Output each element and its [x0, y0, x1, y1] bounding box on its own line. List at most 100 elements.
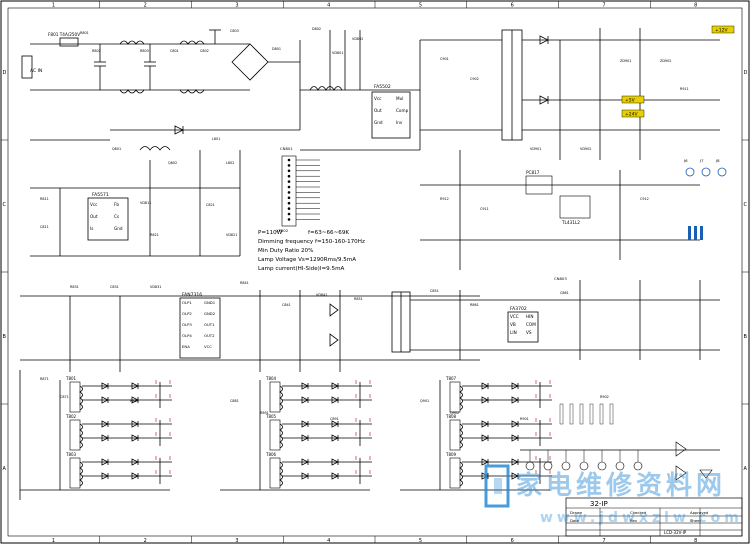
component-label: R841: [240, 281, 249, 285]
component-label: C801: [170, 49, 179, 53]
ic-pin-label: GND1: [204, 300, 216, 305]
terminal-circle: [597, 461, 607, 471]
col-marker-bottom: 4: [327, 538, 330, 544]
ic-pin-label: COM: [526, 322, 536, 327]
ac-input-section: [21, 29, 301, 130]
ic-pin-label: LIN: [510, 330, 517, 335]
component-label: R911: [680, 87, 689, 91]
transformer-label: T802: [65, 414, 77, 419]
ic-pin-label: OLP2: [182, 311, 192, 316]
component-label: C811: [40, 225, 49, 229]
row-marker-right: B: [744, 334, 748, 340]
component-label: Q902: [450, 411, 459, 415]
title-row-label: Checked: [630, 510, 647, 515]
note-current: Lamp current(HI-Side)I=9.5mA: [258, 266, 345, 272]
terminal-circle: [615, 461, 625, 471]
connector-label: J8: [715, 158, 720, 163]
title-row-label: Drawn: [570, 510, 583, 515]
col-marker-bottom: 3: [235, 538, 238, 544]
component-label: R861: [470, 303, 479, 307]
component-label: L802: [226, 161, 234, 165]
connector-label: J6: [683, 158, 688, 163]
watermark-logo: [484, 464, 510, 508]
component-label: VD901: [530, 147, 541, 151]
rail-tag-label: +24V: [625, 112, 638, 118]
title-row-label: Sheet: [690, 518, 701, 523]
rail-tag-label: +5V: [625, 98, 636, 104]
component-label: R881: [130, 399, 139, 403]
ic-pin-label: Gnd: [374, 120, 383, 125]
ic-pin-label: OLP3: [182, 322, 192, 327]
terminal-circle: [579, 461, 589, 471]
led-indicators: [685, 167, 727, 240]
col-marker-top: 3: [235, 3, 238, 9]
row-marker-right: D: [744, 70, 748, 76]
input-label: AC IN: [30, 68, 42, 74]
transformer-label: T806: [265, 452, 277, 457]
component-label: C881: [230, 399, 239, 403]
ic-pin-label: OLP1: [182, 300, 192, 305]
inverter-ic-label: FAN7316: [182, 292, 202, 298]
xp802-connector: [281, 155, 297, 227]
component-label: Q801: [112, 147, 121, 151]
ic-pin-label: Fb: [114, 202, 119, 207]
title-row-label: Rev: [630, 518, 638, 523]
pfc-ic-label: FA5502: [374, 84, 391, 90]
ac-inlet-symbol: [21, 55, 33, 79]
ic-pin-label: Gnd: [114, 226, 123, 231]
component-label: C821: [206, 203, 215, 207]
component-label: R902: [600, 395, 609, 399]
transformer-label: T808: [445, 414, 457, 419]
pwm-ic-label: FA5571: [92, 192, 109, 198]
connector-section: [281, 155, 320, 227]
ic-pin-label: Is: [90, 226, 93, 231]
connector-label: CN801: [280, 146, 293, 151]
component-label: VD841: [316, 293, 327, 297]
watermark-url: www.jdwxzlw.com: [540, 510, 743, 526]
ic-pin-label: Mul: [396, 96, 403, 101]
transformer-label: T804: [265, 376, 277, 381]
component-label: R831: [70, 285, 79, 289]
ic-pin-label: Inv: [396, 120, 403, 125]
title-row-label: Date: [570, 518, 580, 523]
ic-pin-label: ENA: [182, 344, 190, 349]
title-row-label: Approved: [690, 510, 709, 515]
watermark: 家电维修资料网 www.jdwxzlw.com: [484, 464, 743, 526]
ic-pin-label: Comp: [396, 108, 409, 113]
row-marker-left: B: [3, 334, 7, 340]
col-marker-bottom: 8: [694, 538, 697, 544]
component-label: D802: [312, 27, 321, 31]
transformer-label: T809: [445, 452, 457, 457]
component-label: R801: [80, 31, 89, 35]
ic-pin-label: OUT1: [204, 322, 215, 327]
component-label: C871: [60, 395, 69, 399]
fuse-symbol: [59, 37, 79, 47]
component-label: R901: [520, 417, 529, 421]
row-marker-right: A: [744, 466, 748, 472]
ic-pin-label: OUT2: [204, 333, 215, 338]
title-model: 32-IP: [590, 500, 608, 508]
inverter-ic-box: [179, 297, 221, 359]
component-label: R871: [40, 377, 49, 381]
transformer-label: T801: [65, 376, 77, 381]
component-label: R803: [140, 49, 149, 53]
note-duty: Min Duty Ratio 20%: [258, 248, 313, 254]
transformer-label: T807: [445, 376, 457, 381]
component-label: C803: [230, 29, 239, 33]
connector-label: XP802: [276, 228, 289, 233]
pwm-ic-box: [87, 197, 129, 241]
title-drawing-no: LCD-32V-IP: [664, 530, 687, 535]
pfc-ic-box: [371, 91, 411, 139]
component-label: R851: [354, 297, 363, 301]
bridge-rectifier-symbol: [231, 43, 269, 81]
note-power: P=110W: [258, 230, 283, 236]
terminal-circle: [633, 461, 643, 471]
ic-pin-label: Out: [90, 214, 98, 219]
transformer-label: T803: [65, 452, 77, 457]
rail-tag: [621, 95, 645, 104]
rail-tag: [711, 25, 735, 34]
